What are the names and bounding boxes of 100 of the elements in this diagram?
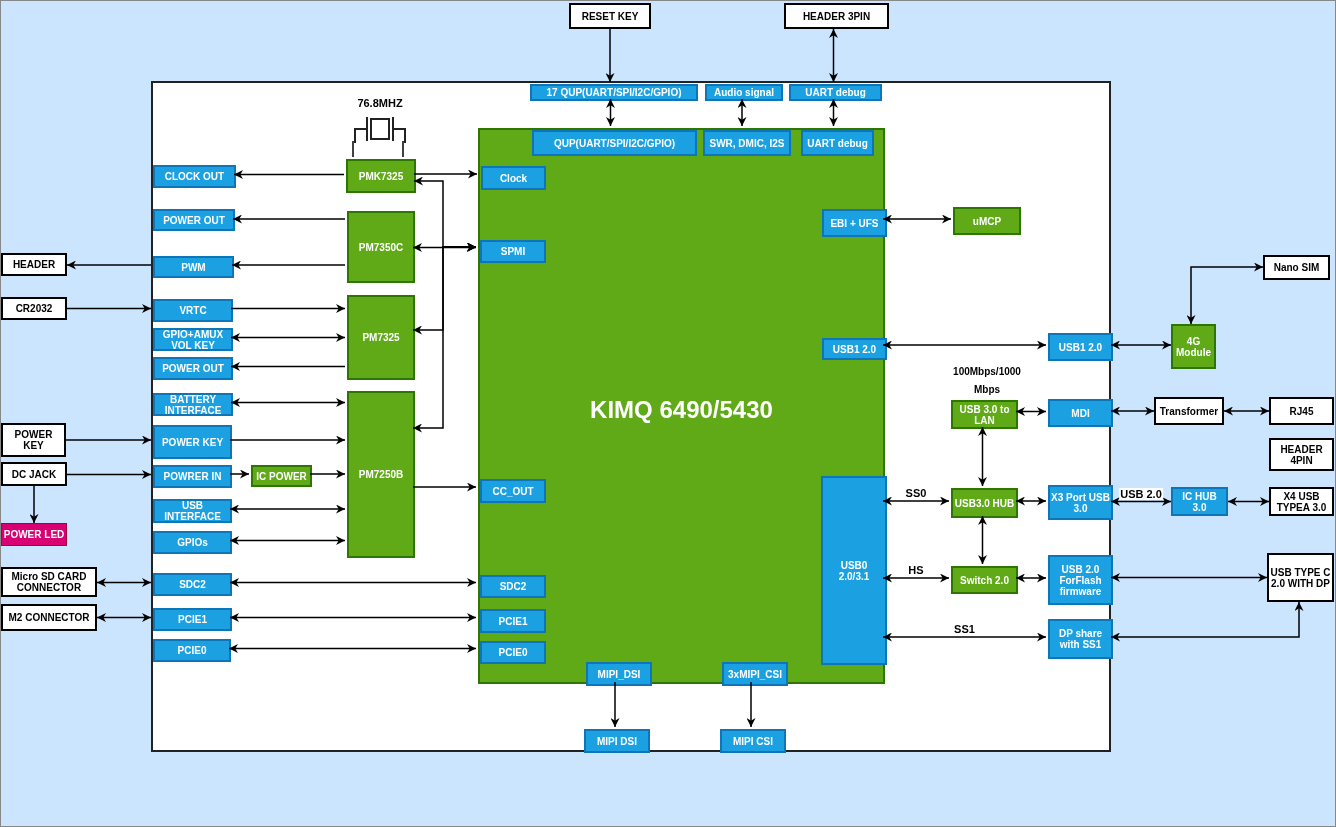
edge-label: SS1 — [953, 623, 976, 635]
arrow — [737, 98, 747, 127]
interface-block: SDC2 — [480, 575, 546, 598]
interface-block: GPIO+AMUX VOL KEY — [153, 328, 233, 351]
chip-block: Switch 2.0 — [951, 566, 1018, 594]
arrow — [232, 214, 346, 224]
speed-label: 100Mbps/1000 Mbps — [953, 366, 1021, 395]
interface-block: PCIE1 — [153, 608, 232, 631]
connector-box: HEADER — [1, 253, 67, 276]
interface-block: PCIE0 — [480, 641, 546, 664]
board-outline — [151, 81, 1111, 752]
arrow — [29, 485, 39, 524]
arrow — [605, 28, 615, 83]
interface-block: EBI + UFS — [822, 209, 887, 237]
connector-box: POWER KEY — [1, 423, 66, 457]
interface-block: Clock — [481, 166, 546, 190]
arrow — [230, 304, 346, 313]
arrow — [882, 573, 950, 583]
frequency-label: 76.8MHZ — [357, 98, 403, 109]
arrow — [1110, 340, 1172, 350]
arrow — [882, 496, 950, 506]
arrow — [1110, 601, 1304, 642]
interface-block: USB 2.0 ForFlash firmware — [1048, 555, 1113, 605]
arrow — [882, 340, 1047, 350]
arrow — [66, 304, 152, 313]
chip-block: IC POWER — [251, 465, 312, 487]
connector-box: USB TYPE C 2.0 WITH DP — [1267, 553, 1334, 602]
connector-box: RESET KEY — [569, 3, 651, 29]
interface-block: MDI — [1048, 399, 1113, 427]
interface-block: POWER OUT — [153, 209, 235, 231]
interface-block: SPMI — [480, 240, 546, 263]
arrow — [309, 469, 346, 479]
arrow — [978, 426, 987, 487]
interface-block: 17 QUP(UART/SPI/I2C/GPIO) — [530, 84, 698, 101]
interface-block: POWER OUT — [153, 357, 233, 380]
chip-block: PM7350C — [347, 211, 415, 283]
connector-line — [352, 140, 354, 158]
interface-block: VRTC — [153, 299, 233, 322]
interface-block: SDC2 — [153, 573, 232, 596]
interface-block: POWRER IN — [153, 465, 232, 488]
interface-block: IC HUB 3.0 — [1171, 487, 1228, 516]
arrow — [1110, 406, 1155, 416]
chip-block: USB3.0 HUB — [951, 488, 1018, 518]
connector-box: M2 CONNECTOR — [1, 604, 97, 631]
arrow — [829, 98, 838, 127]
connector-box: RJ45 — [1269, 397, 1334, 425]
interface-block: CLOCK OUT — [153, 165, 236, 188]
arrow — [1223, 406, 1270, 416]
chip-block: PMK7325 — [346, 159, 416, 193]
edge-label: HS — [907, 564, 925, 576]
interface-block: CC_OUT — [480, 479, 546, 503]
interface-block: USB INTERFACE — [153, 499, 232, 523]
connector-box: HEADER 3PIN — [784, 3, 889, 29]
chip-block: uMCP — [953, 207, 1021, 235]
arrow — [1186, 262, 1264, 325]
arrow — [1110, 573, 1268, 582]
arrow — [1227, 497, 1270, 506]
interface-block: USB0 2.0/3.1 — [821, 476, 887, 665]
connector-line — [402, 140, 404, 158]
chip-block: 4G Module — [1171, 324, 1216, 369]
interface-block: MIPI CSI — [720, 729, 786, 753]
interface-block: 3xMIPI_CSI — [722, 662, 788, 686]
arrow — [1015, 573, 1047, 583]
connector-box: Transformer — [1154, 397, 1224, 425]
arrow — [1015, 407, 1047, 416]
chip-block: USB 3.0 to LAN — [951, 400, 1018, 429]
arrow — [66, 260, 152, 270]
arrow — [231, 260, 346, 270]
arrow — [66, 470, 152, 479]
arrow — [229, 469, 250, 479]
arrow — [412, 243, 477, 252]
connector-box: HEADER 4PIN — [1269, 438, 1334, 471]
interface-block: PCIE0 — [153, 639, 231, 662]
connector-box: X4 USB TYPEA 3.0 — [1269, 487, 1334, 516]
arrow — [413, 169, 478, 179]
chip-title: KIMQ 6490/5430 — [590, 395, 773, 425]
interface-block: PWM — [153, 256, 234, 278]
interface-block: DP share with SS1 — [1048, 619, 1113, 659]
connector-box: Nano SIM — [1263, 255, 1330, 280]
connector-box: CR2032 — [1, 297, 67, 320]
interface-block: MIPI DSI — [584, 729, 650, 753]
chip-block: PM7250B — [347, 391, 415, 558]
arrow — [96, 578, 152, 587]
edge-label: USB 2.0 — [1119, 487, 1163, 500]
arrow — [65, 435, 152, 445]
arrow — [978, 515, 987, 565]
interface-block: QUP(UART/SPI/I2C/GPIO) — [532, 130, 697, 156]
arrow — [230, 362, 346, 371]
chip-block: PM7325 — [347, 295, 415, 380]
arrow — [230, 398, 346, 407]
arrow — [229, 613, 477, 622]
interface-block: MIPI_DSI — [586, 662, 652, 686]
arrow — [412, 482, 477, 492]
interface-block: UART debug — [789, 84, 882, 101]
interface-block: BATTERY INTERFACE — [153, 393, 233, 416]
interface-block: POWER KEY — [153, 425, 232, 459]
arrow — [606, 98, 615, 127]
interface-block: USB1 2.0 — [1048, 333, 1113, 361]
arrow — [1110, 497, 1172, 506]
interface-block: Audio signal — [705, 84, 783, 101]
